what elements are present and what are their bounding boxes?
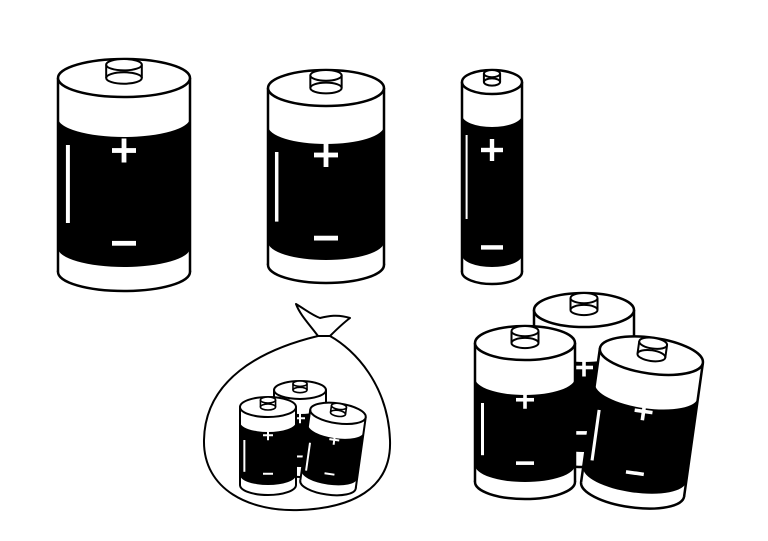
battery <box>56 57 192 293</box>
minus-icon <box>324 472 335 476</box>
battery-label-band <box>583 383 699 494</box>
battery-cap-top <box>292 380 308 388</box>
highlight <box>305 442 311 471</box>
battery-cap-top <box>259 396 277 404</box>
plus-icon <box>523 390 527 409</box>
minus-icon <box>295 455 305 458</box>
battery-cap-top <box>569 292 599 305</box>
minus-icon <box>112 240 136 246</box>
plus-icon <box>640 402 647 421</box>
highlight <box>243 440 246 472</box>
highlight <box>65 145 70 223</box>
plus-icon <box>332 434 336 445</box>
battery-cap-top <box>638 336 669 350</box>
battery <box>299 401 367 497</box>
minus-icon <box>575 431 593 435</box>
battery-cap-base <box>309 81 343 95</box>
battery-cap-top <box>482 69 502 79</box>
bag-knot <box>295 303 351 337</box>
battery-label-band <box>475 378 575 482</box>
minus-icon <box>314 235 338 241</box>
battery-cap-top <box>309 69 343 82</box>
highlight <box>481 403 484 456</box>
plus-icon <box>121 138 127 163</box>
battery-cap-base <box>292 386 308 394</box>
battery-cap-base <box>105 71 143 85</box>
battery-cap-base <box>259 403 277 411</box>
battery-cap-base <box>482 77 502 87</box>
plus-icon <box>323 143 329 167</box>
battery-cap-top <box>330 402 348 411</box>
highlight <box>590 409 601 461</box>
battery-cap-top <box>510 325 540 338</box>
battery-cap-base <box>569 303 599 317</box>
battery-label-band <box>240 422 296 485</box>
plus-icon <box>267 430 269 441</box>
battery-label-band <box>301 424 364 486</box>
minus-icon <box>481 245 503 250</box>
plus-icon <box>489 139 495 161</box>
battery <box>579 335 705 510</box>
plus-icon <box>299 413 301 424</box>
minus-icon <box>625 470 645 477</box>
plus-icon <box>582 358 586 377</box>
battery <box>460 68 524 286</box>
battery-cap-top <box>105 57 143 72</box>
battery <box>266 68 386 285</box>
minus-icon <box>263 472 273 475</box>
battery-label-band <box>268 126 384 260</box>
battery-label-band <box>462 115 522 267</box>
battery-label-band <box>58 118 190 267</box>
battery-cap-base <box>510 336 540 350</box>
battery <box>473 324 577 501</box>
highlight <box>274 152 279 222</box>
minus-icon <box>516 461 534 465</box>
highlight <box>465 135 468 219</box>
battery <box>239 396 297 496</box>
